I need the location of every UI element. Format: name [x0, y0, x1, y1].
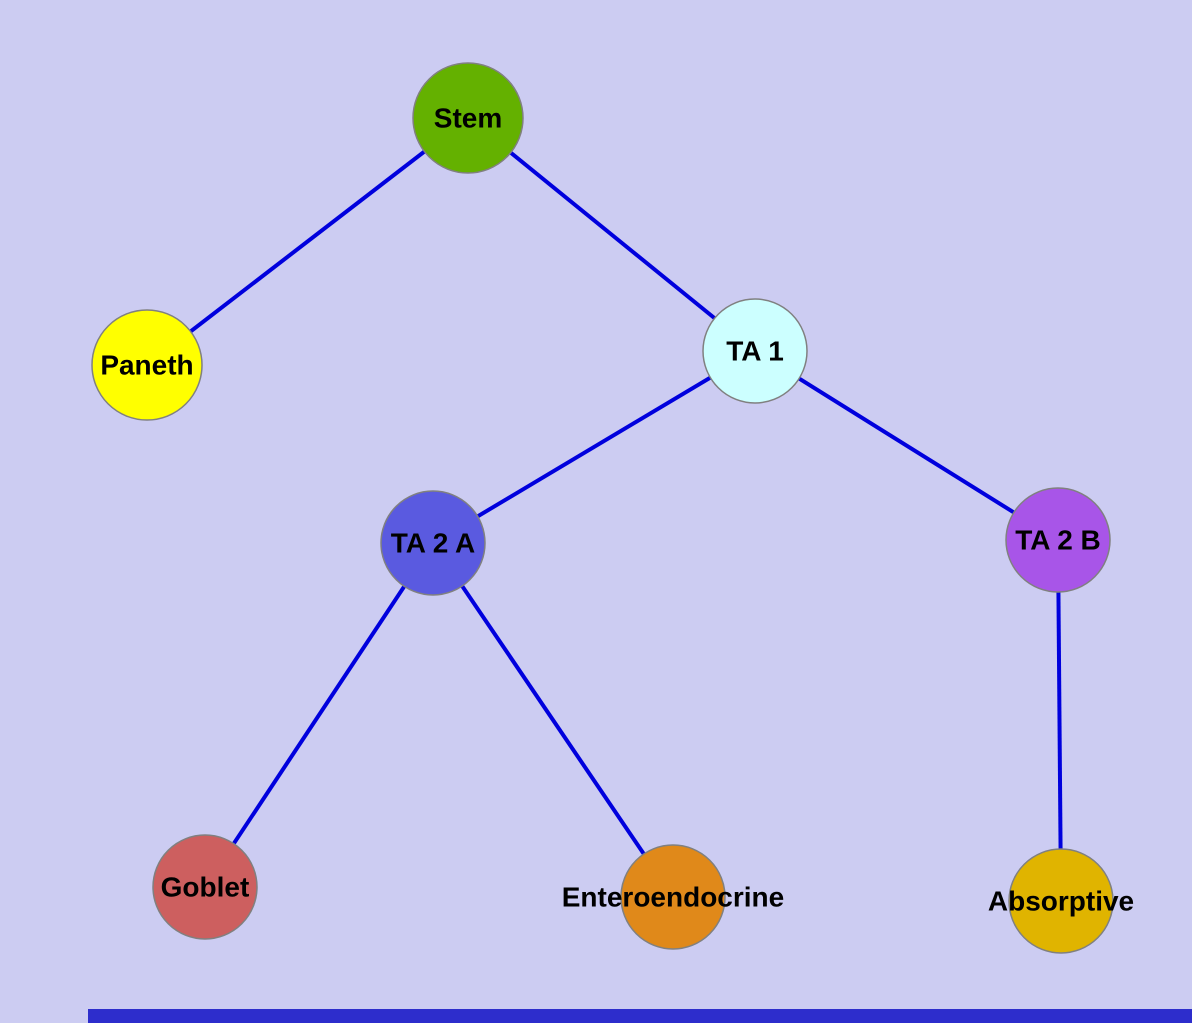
edges-layer — [145, 116, 1063, 902]
node-group-goblet: Goblet — [152, 834, 258, 940]
node-group-absorptive: Absorptive — [988, 848, 1134, 954]
node-group-ta2b: TA 2 B — [1005, 487, 1111, 593]
node-group-enteroendocrine: Enteroendocrine — [562, 844, 784, 950]
node-group-ta1: TA 1 — [702, 298, 808, 404]
edge-ta1-ta2a — [431, 349, 757, 545]
node-group-ta2a: TA 2 A — [380, 490, 486, 596]
edge-stem-paneth — [145, 116, 470, 367]
edge-ta1-ta2b — [753, 349, 1060, 542]
node-stem — [412, 62, 524, 174]
node-paneth — [91, 309, 203, 421]
edge-ta2b-absorptive — [1056, 539, 1063, 902]
node-absorptive — [1008, 848, 1114, 954]
edge-ta2a-goblet — [203, 541, 435, 889]
node-enteroendocrine — [620, 844, 726, 950]
node-group-stem: Stem — [412, 62, 524, 174]
edge-stem-ta1 — [466, 116, 757, 353]
edge-ta2a-enteroendocrine — [431, 541, 675, 899]
node-ta2a — [380, 490, 486, 596]
bottom-strip — [88, 1009, 1192, 1023]
node-ta2b — [1005, 487, 1111, 593]
node-group-paneth: Paneth — [91, 309, 203, 421]
node-ta1 — [702, 298, 808, 404]
node-goblet — [152, 834, 258, 940]
